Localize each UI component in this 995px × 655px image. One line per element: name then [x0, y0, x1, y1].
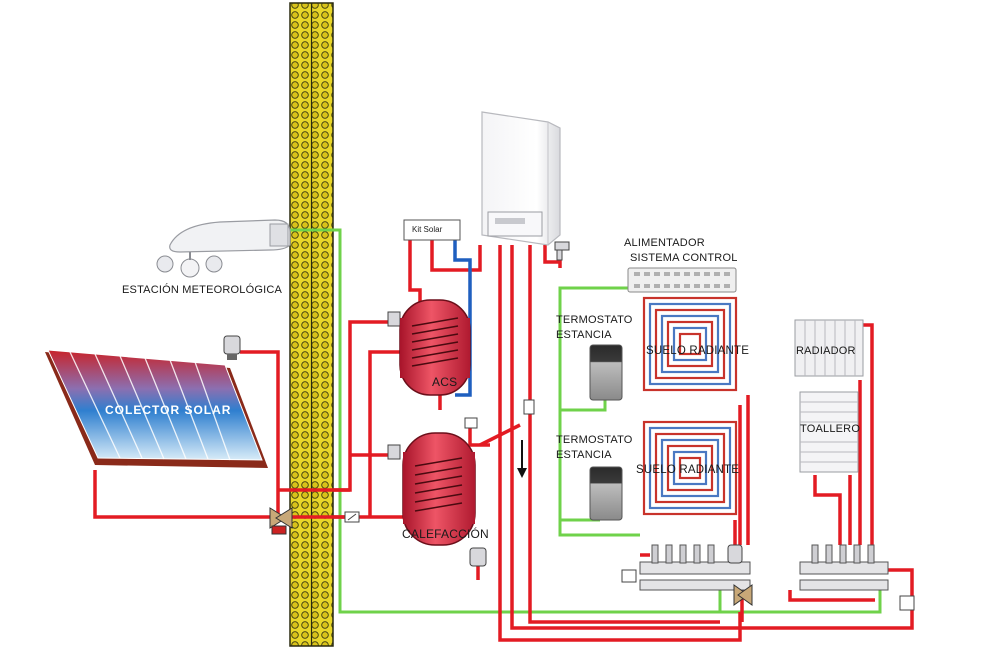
solar-collector — [45, 349, 268, 468]
check-valve-2-icon — [464, 417, 478, 429]
kit-solar-box — [403, 219, 461, 241]
tap-icon — [554, 241, 570, 261]
acs-tank — [399, 299, 471, 396]
label-termostato-2: TERMOSTATO — [556, 434, 633, 446]
label-estancia-1: ESTANCIA — [556, 329, 612, 341]
label-sistema-control: SISTEMA CONTROL — [630, 252, 738, 264]
floor-manifold — [621, 544, 753, 606]
label-suelo-radiante-2: SUELO RADIANTE — [636, 464, 740, 476]
radiator-manifold — [799, 544, 915, 611]
flow-arrow-icon — [517, 440, 527, 478]
boiler — [481, 111, 561, 246]
radiator-icon — [794, 319, 864, 377]
thermostat-2 — [589, 466, 623, 521]
control-wires — [286, 228, 882, 614]
floor-heating-2 — [642, 420, 738, 516]
label-termostato-1: TERMOSTATO — [556, 314, 633, 326]
hot-pipes — [93, 240, 914, 642]
label-toallero: TOALLERO — [800, 423, 861, 435]
label-acs: ACS — [432, 375, 458, 389]
weather-station-icon — [156, 219, 291, 278]
control-power-unit — [627, 267, 737, 293]
label-colector: COLECTOR SOLAR — [105, 403, 232, 417]
label-estacion: ESTACIÓN METEOROLÓGICA — [122, 284, 283, 296]
three-way-valve-icon — [269, 507, 293, 535]
label-suelo-radiante-1: SUELO RADIANTE — [646, 345, 750, 357]
check-valve-3-icon — [523, 399, 535, 415]
label-radiador: RADIADOR — [796, 345, 856, 357]
label-calefaccion: CALEFACCIÓN — [402, 527, 489, 541]
check-valve-icon — [344, 511, 360, 523]
floor-heating-1 — [642, 296, 738, 392]
pump-icon — [223, 335, 241, 360]
label-alimentador: ALIMENTADOR — [624, 237, 705, 249]
heating-tank — [402, 432, 476, 546]
label-estancia-2: ESTANCIA — [556, 449, 612, 461]
towel-rail-icon — [799, 391, 859, 473]
heating-pump-icon — [469, 547, 487, 567]
thermostat-1 — [589, 344, 623, 401]
label-kit-solar: Kit Solar — [412, 225, 443, 234]
cold-pipe — [453, 240, 472, 397]
